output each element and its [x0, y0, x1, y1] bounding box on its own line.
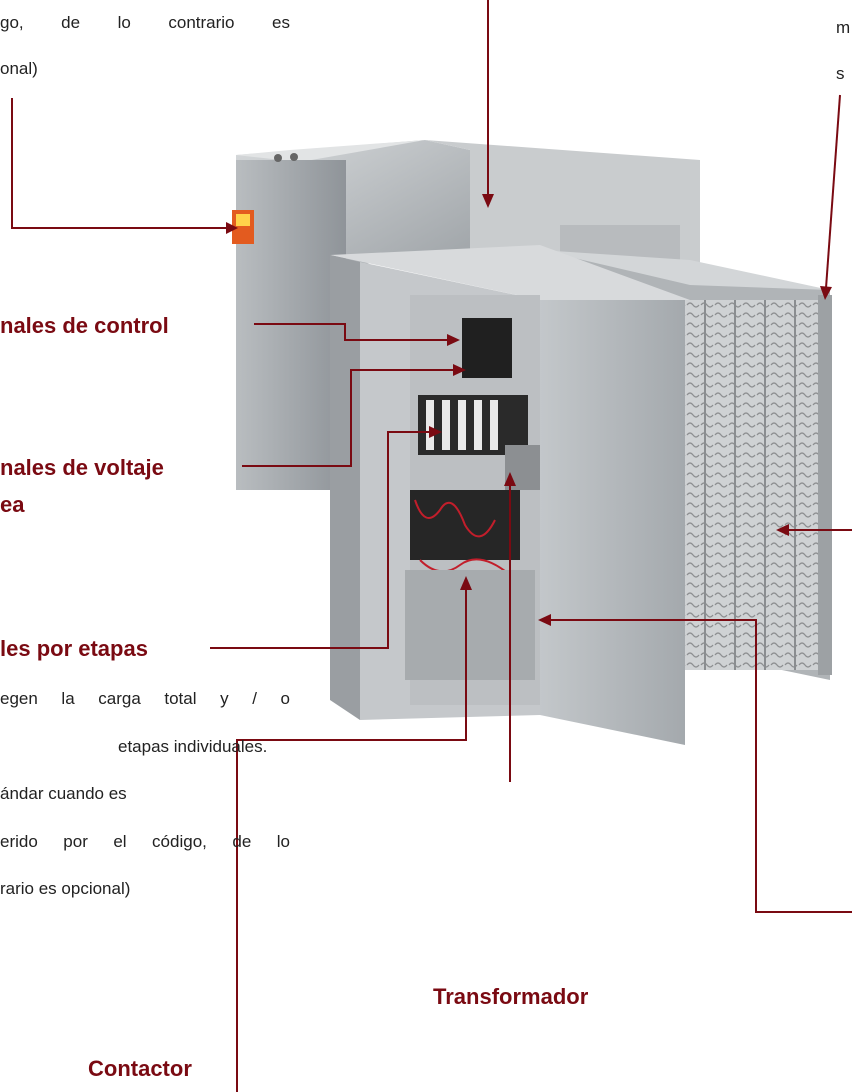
callout-contactor	[236, 588, 467, 1092]
disconnect-switch	[232, 210, 254, 244]
arrowhead-transformer	[504, 472, 516, 486]
fuses-description-line5: rario es opcional)	[0, 879, 131, 898]
rear-heater-section	[236, 140, 700, 490]
callout-top-left	[11, 98, 226, 229]
callout-voltage-terminals	[242, 369, 454, 467]
arrowhead-top-center	[482, 194, 494, 208]
arrowhead-coil	[776, 524, 789, 536]
contactor-label: Contactor	[88, 1056, 192, 1081]
top-left-description-line1: go, de lo contrario es	[0, 13, 290, 32]
arrowhead-control-terminals	[447, 334, 460, 346]
control-terminals-label: nales de control	[0, 313, 169, 338]
callout-fuses	[210, 431, 430, 649]
fuses-description-line2-part: etapas individuales.	[118, 737, 268, 756]
fuses-description-line1: egen la carga total y / o	[0, 689, 290, 708]
voltage-terminals-label-line2: ea	[0, 492, 25, 517]
fuses-description-line4: erido por el código, de lo	[0, 832, 290, 851]
top-left-description-line2: onal)	[0, 59, 38, 78]
top-right-text-line2: s	[836, 64, 845, 83]
top-right-text-line1: m	[836, 18, 851, 37]
arrowhead-top-left	[226, 222, 238, 234]
arrowhead-top-right	[820, 286, 832, 300]
transformer-label: Transformador	[433, 984, 589, 1009]
voltage-terminals-label-line1: nales de voltaje	[0, 455, 164, 480]
stage-fuses-label: les por etapas	[0, 636, 148, 661]
fuses-description-line3: ándar cuando es	[0, 784, 127, 803]
callout-control-terminals	[254, 323, 448, 341]
callout-top-right	[825, 94, 841, 289]
control-box	[330, 245, 690, 745]
callout-lines	[11, 0, 852, 1092]
arrowhead-contactor	[460, 576, 472, 590]
callout-bottom-right	[550, 619, 852, 913]
arrowhead-voltage-terminals	[453, 364, 466, 376]
arrowhead-bottom-right	[538, 614, 551, 626]
arrowhead-fuses	[429, 426, 442, 438]
